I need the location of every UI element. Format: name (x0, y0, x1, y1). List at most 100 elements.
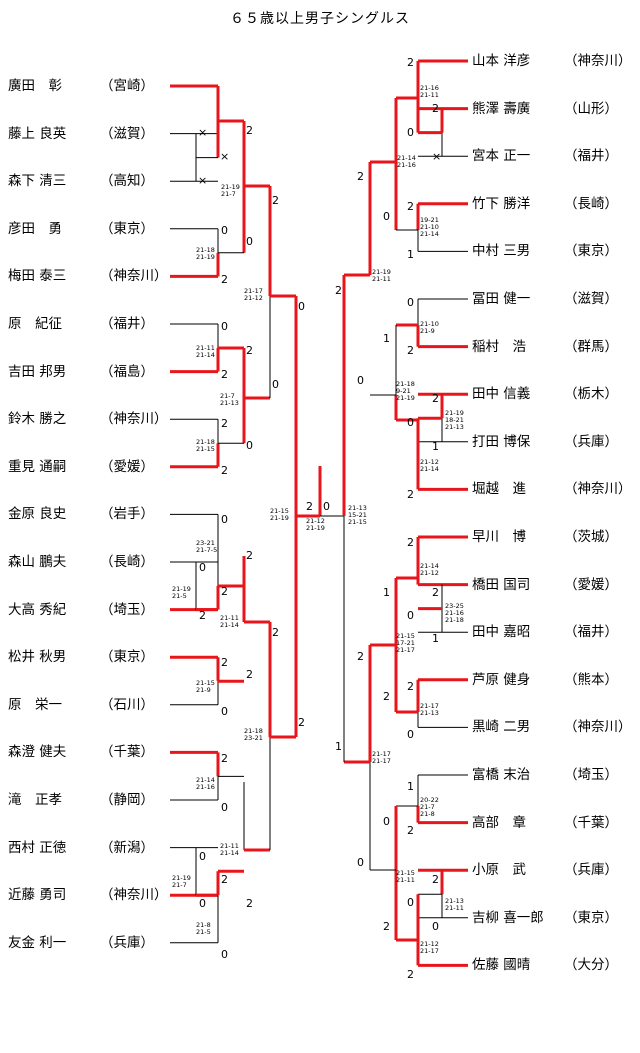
result-mark: 2 (407, 824, 414, 837)
result-mark: 1 (335, 740, 342, 753)
left-player-3: 森下 清三（高知） (8, 173, 154, 189)
match-score: 21-14 (196, 351, 215, 359)
player-name: 橋田 国司 (472, 576, 531, 593)
match-score: 21-15 (396, 632, 415, 640)
player-name: 原 栄一 (8, 696, 62, 713)
player-name: 山本 洋彦 (472, 53, 531, 69)
result-mark: 1 (383, 586, 390, 599)
result-mark: 2 (357, 650, 364, 663)
right-player-18: 小原 武（兵庫） (472, 862, 618, 878)
player-prefecture: （東京） (564, 909, 618, 926)
player-prefecture: （千葉） (100, 744, 154, 761)
result-mark: 2 (407, 536, 414, 549)
right-player-10: 堀越 進（神奈川） (472, 481, 632, 497)
player-name: 高部 章 (472, 814, 526, 831)
right-player-3: 宮本 正一（福井） (472, 148, 618, 164)
match-score: 21-19 (306, 524, 325, 532)
player-prefecture: （茨城） (564, 529, 618, 545)
player-prefecture: （神奈川） (100, 268, 168, 285)
right-player-12: 橋田 国司 （愛媛） (472, 577, 618, 593)
player-name: 松井 秋男 (8, 649, 67, 666)
right-player-9: 打田 博保（兵庫） (472, 434, 618, 450)
right-player-17: 高部 章 （千葉） (472, 815, 618, 831)
result-mark: 2 (407, 488, 414, 501)
player-prefecture: （滋賀） (564, 291, 618, 307)
result-mark: 0 (298, 300, 305, 313)
player-prefecture: （宮崎） (100, 78, 154, 94)
match-score: 21-7 (220, 392, 235, 400)
left-player-5: 梅田 泰三（神奈川） (8, 268, 168, 284)
result-mark: 2 (221, 752, 228, 765)
match-score: 21-12 (420, 940, 439, 948)
player-prefecture: （神奈川） (100, 887, 168, 904)
right-player-6: 冨田 健一 （滋賀） (472, 291, 618, 307)
result-mark: 0 (407, 609, 414, 622)
match-score: 21-19 (221, 183, 240, 191)
player-prefecture: （群馬） (564, 338, 618, 355)
right-player-20: 佐藤 國晴（大分） (472, 957, 618, 973)
result-mark: 2 (221, 368, 228, 381)
match-score: 18-21 (445, 416, 464, 424)
player-prefecture: （千葉） (564, 814, 618, 831)
player-name: 冨田 健一 (472, 291, 531, 307)
left-player-12: 大高 秀紀（埼玉） (8, 602, 154, 618)
match-score: 21-5 (172, 592, 187, 600)
result-mark: 2 (221, 464, 228, 477)
result-mark: 2 (407, 968, 414, 981)
player-name: 金原 良史 (8, 506, 67, 523)
result-mark: 0 (246, 235, 253, 248)
player-prefecture: （愛媛） (564, 576, 618, 593)
match-score: 21-9 (420, 327, 435, 335)
match-score: 21-12 (420, 569, 439, 577)
final-result-mark: 0 (323, 500, 330, 513)
right-player-1: 山本 洋彦（神奈川） (472, 53, 632, 69)
result-mark: 0 (432, 920, 439, 933)
player-prefecture: （栃木） (564, 386, 618, 403)
match-score: 21-11 (396, 876, 415, 884)
match-score: 21-17 (372, 757, 391, 765)
right-player-16: 富橋 末治（埼玉） (472, 767, 618, 783)
left-player-10: 金原 良史（岩手） (8, 506, 154, 522)
match-score: 21-7-5 (196, 546, 217, 554)
match-score: 19-21 (420, 216, 439, 224)
match-score: 21-13 (420, 709, 439, 717)
right-player-7: 稲村 浩（群馬） (472, 339, 618, 355)
player-prefecture: （神奈川） (100, 411, 168, 428)
left-player-1: 廣田 彰（宮崎） (8, 78, 154, 94)
left-player-11: 森山 鵬夫（長崎） (8, 554, 154, 570)
player-name: 宮本 正一 (472, 148, 531, 165)
match-score: 21-18 (244, 727, 263, 735)
result-mark: 1 (432, 440, 439, 453)
match-score: 21-13 (445, 423, 464, 431)
player-prefecture: （高知） (100, 173, 154, 190)
match-score: 23-21 (244, 734, 263, 742)
player-prefecture: （滋賀） (100, 125, 154, 142)
player-name: 田中 嘉昭 (472, 624, 531, 641)
player-name: 芦原 健身 (472, 671, 531, 688)
result-mark: 2 (407, 56, 414, 69)
player-prefecture: （埼玉） (100, 601, 154, 618)
player-name: 吉田 邦男 (8, 363, 67, 380)
result-mark: 0 (221, 705, 228, 718)
player-prefecture: （山形） (564, 100, 618, 117)
match-score: 21-10 (420, 320, 439, 328)
result-mark: 2 (335, 284, 342, 297)
result-mark: 1 (407, 780, 414, 793)
result-mark: 2 (407, 680, 414, 693)
match-score: 21-17 (372, 750, 391, 758)
result-mark: 0 (407, 728, 414, 741)
result-mark: 0 (357, 856, 364, 869)
player-prefecture: （兵庫） (564, 433, 618, 450)
player-name: 黒崎 二男 (472, 719, 531, 736)
player-name: 中村 三男 (472, 243, 531, 260)
match-score: 21-7 (221, 190, 236, 198)
match-score: 21-19 (172, 585, 191, 593)
player-name: 近藤 勇司 (8, 887, 67, 904)
player-prefecture: （静岡） (100, 792, 154, 808)
match-score: 9-21 (396, 387, 411, 395)
match-score: 21-19 (396, 394, 415, 402)
player-name: 堀越 進 (472, 481, 526, 498)
result-mark: 0 (221, 801, 228, 814)
player-prefecture: （長崎） (564, 195, 618, 212)
result-mark: 2 (407, 344, 414, 357)
